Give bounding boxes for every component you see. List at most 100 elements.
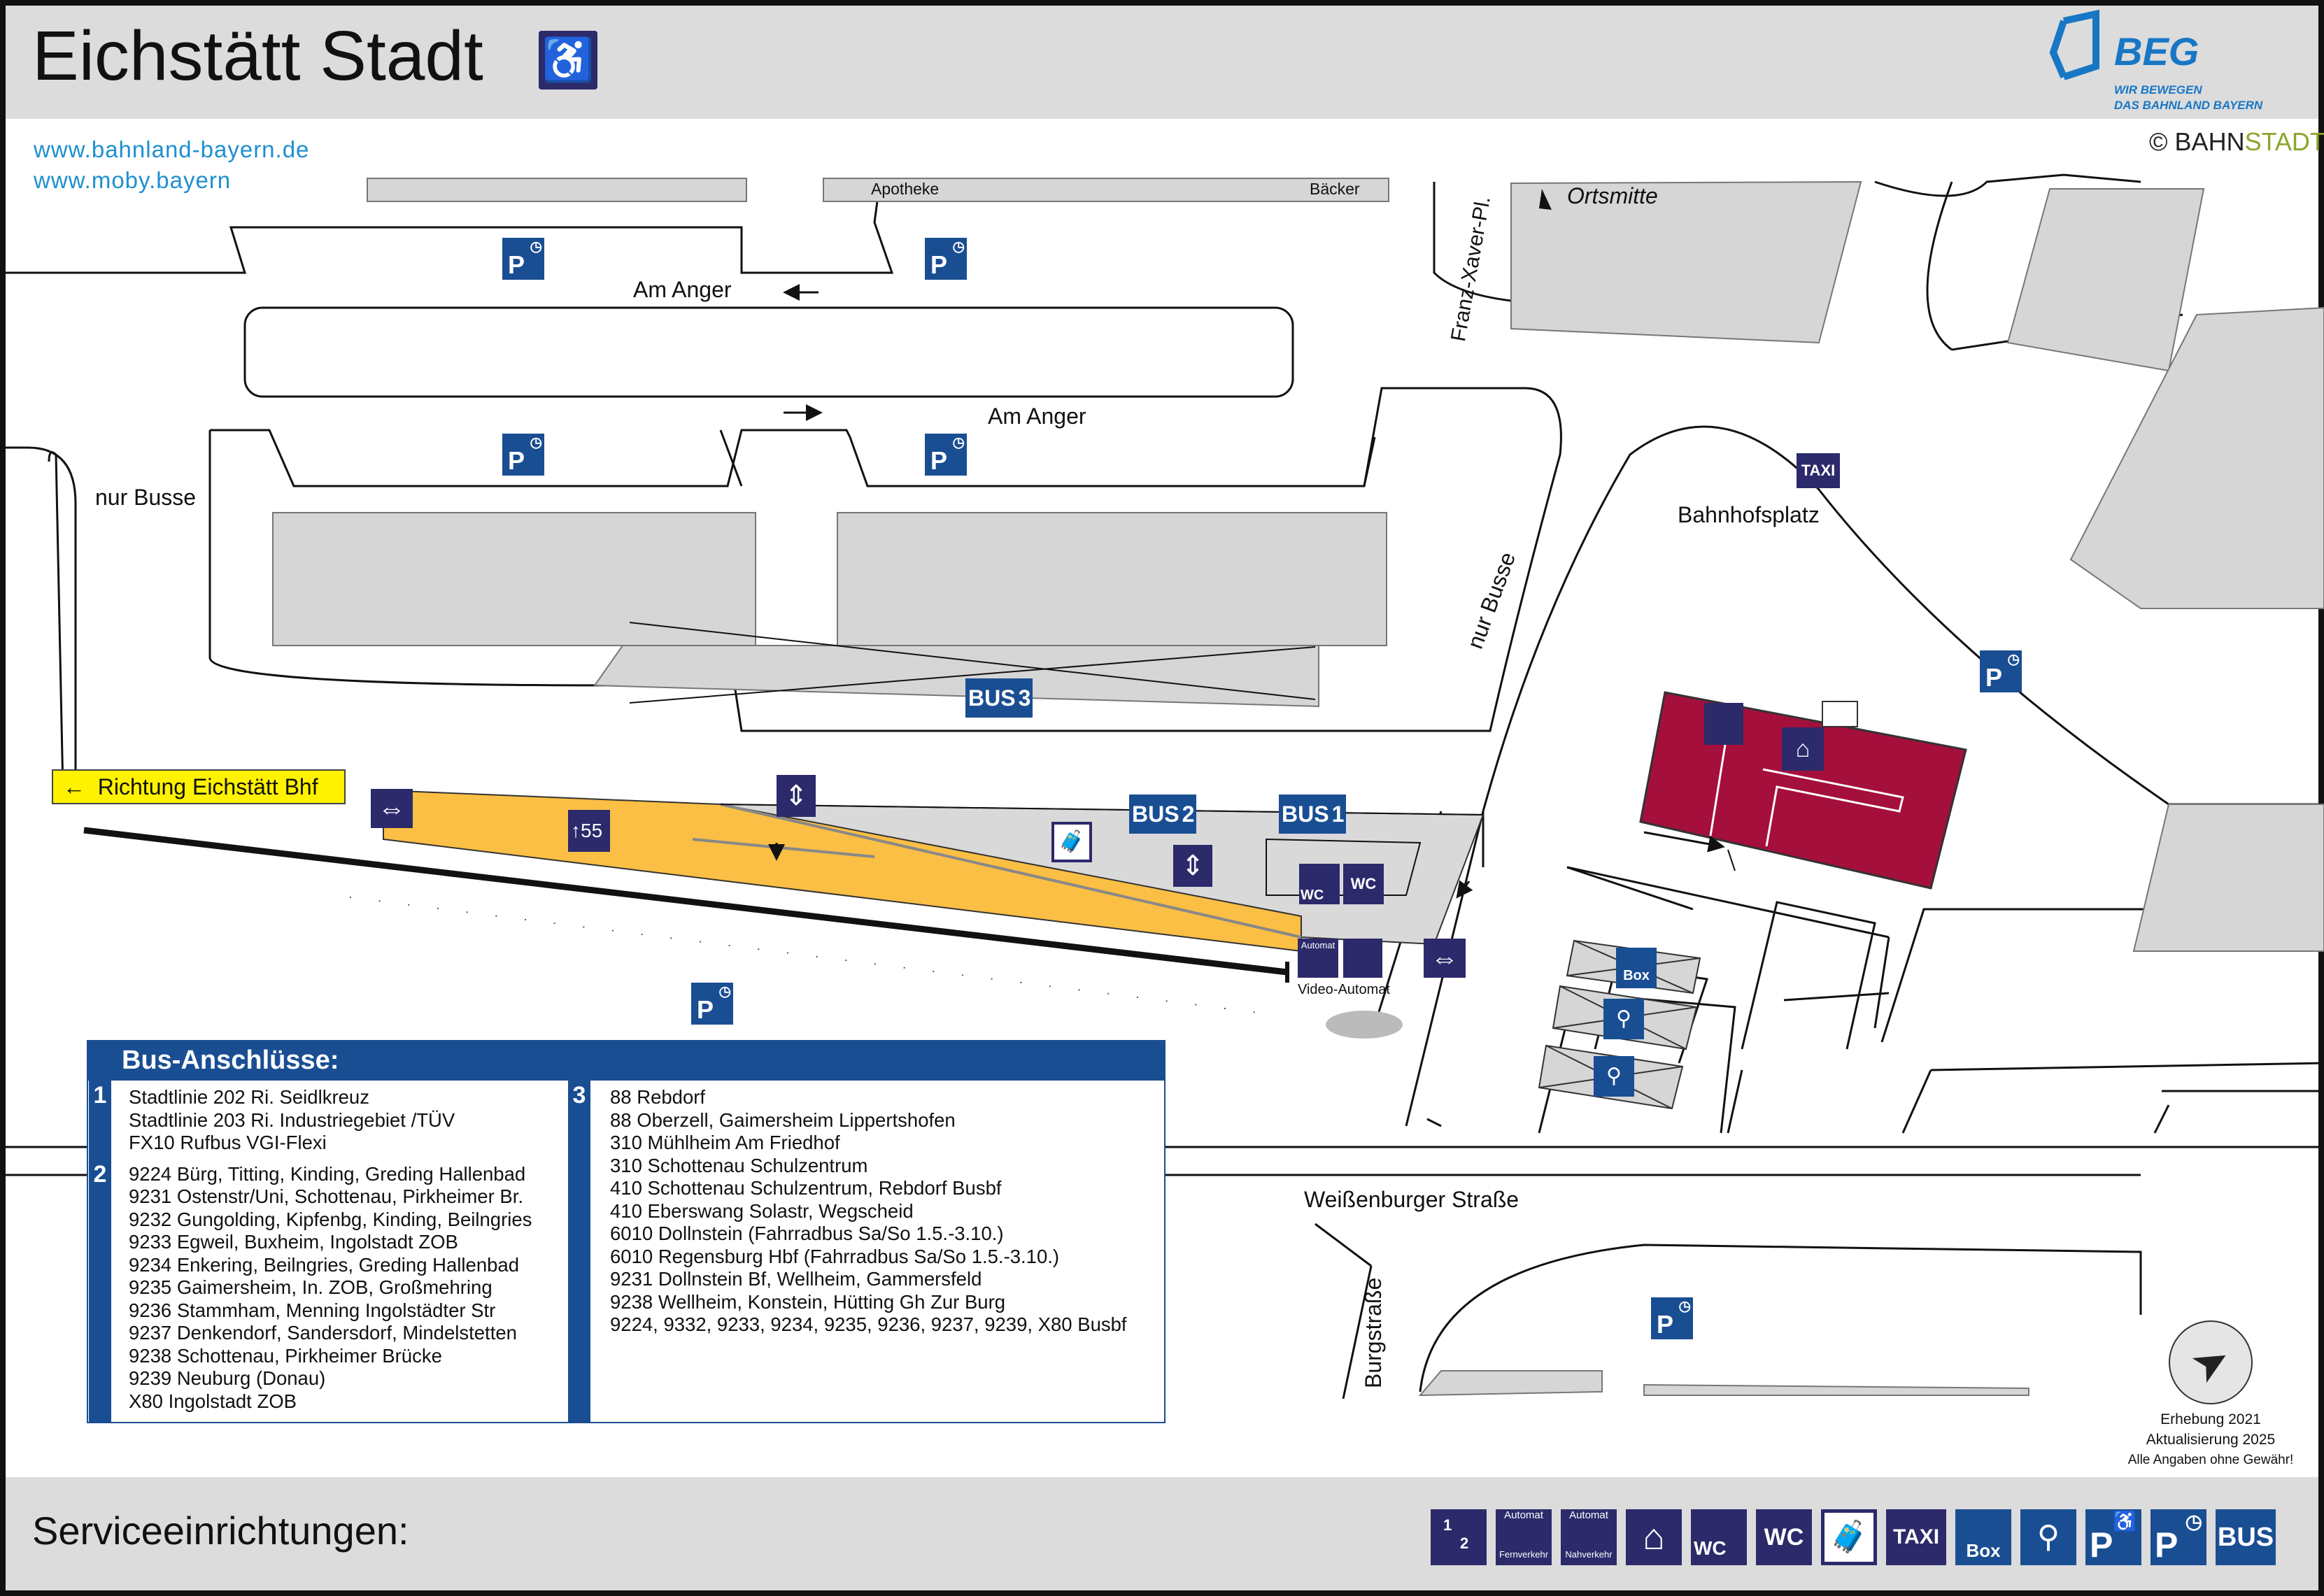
bus-stop-2-bus-label: BUS: [1132, 801, 1179, 827]
stop-2-number: 2: [93, 1161, 107, 1188]
street-burgstrasse: Burgstraße: [1361, 1277, 1386, 1388]
clock-icon: ◷: [952, 435, 965, 450]
bus-line-item: 9231 Dollnstein Bf, Wellheim, Gammersfel…: [610, 1268, 982, 1290]
clock-icon: ◷: [2007, 652, 2020, 667]
legend-nahverkehr-label: Nahverkehr: [1565, 1549, 1613, 1560]
taxi-icon: TAXI: [1886, 1509, 1946, 1565]
bus-line-item: 9234 Enkering, Beilngries, Greding Halle…: [129, 1253, 519, 1276]
bus-line-item: 410 Schottenau Schulzentrum, Rebdorf Bus…: [610, 1177, 1002, 1199]
railway-track: [83, 827, 1288, 976]
survey-line2: Aktualisierung 2025: [2146, 1432, 2276, 1448]
bus-line-item: 6010 Regensburg Hbf (Fahrradbus Sa/So 1.…: [610, 1245, 1060, 1267]
shop-apotheke: Apotheke: [871, 180, 940, 198]
copyright-name-part1: BAHN: [2174, 127, 2245, 156]
bus-line-item: Stadtlinie 203 Ri. Industriegebiet /TÜV: [129, 1109, 455, 1131]
link-moby[interactable]: www.moby.bayern: [34, 167, 232, 193]
bus-line-item: 310 Mühlheim Am Friedhof: [610, 1132, 840, 1153]
clock-icon: ◷: [718, 984, 731, 999]
page-title: Eichstätt Stadt: [32, 17, 483, 95]
bike-box-icon: Box: [1955, 1509, 2011, 1565]
wheelchair-icon: ♿: [2113, 1511, 2137, 1532]
parking-icon: P◷: [1651, 1297, 1693, 1339]
parking-label: P: [508, 250, 525, 279]
legend-automat-label: Automat: [1569, 1509, 1608, 1521]
travel-center-icon: ⌂: [1626, 1509, 1682, 1565]
bush: [1326, 1011, 1403, 1039]
clock-icon: ◷: [530, 239, 542, 255]
link-bahnland[interactable]: www.bahnland-bayern.de: [34, 136, 310, 162]
ticket-machine-icon: [1704, 703, 1743, 745]
video-automat-label: Video-Automat: [1298, 982, 1390, 997]
parking-label: P: [1657, 1310, 1674, 1339]
parking-icon: P◷: [502, 434, 544, 476]
bus-line-item: 9238 Wellheim, Konstein, Hütting Gh Zur …: [610, 1290, 1006, 1313]
accessible-wc-label: WC: [1301, 888, 1324, 903]
street-am-anger-top: Am Anger: [633, 277, 732, 302]
ticket-machine-icon: Automat: [1298, 939, 1338, 978]
legend-fernverkehr-label: Fernverkehr: [1498, 1549, 1549, 1560]
label-bahnhofsplatz: Bahnhofsplatz: [1678, 502, 1820, 527]
level-access-icon: ⇔: [371, 789, 413, 828]
bus-line-item: 9237 Denkendorf, Sandersdorf, Mindelstet…: [129, 1322, 517, 1344]
copyright-symbol: ©: [2149, 127, 2168, 156]
stop-column-bar-left: [89, 1081, 111, 1422]
street-nur-busse-left: nur Busse: [95, 485, 197, 510]
bike-parking-icon: ⚲: [2020, 1509, 2076, 1565]
stop-column-bar-right: [568, 1081, 590, 1422]
bus-line-item: 9238 Schottenau, Pirkheimer Brücke: [129, 1344, 442, 1367]
bike-parking-icon: ⚲: [1594, 1056, 1634, 1097]
copyright: © BAHNSTADT: [2149, 127, 2324, 157]
bus-stop-3-bus-label: BUS: [968, 685, 1016, 711]
parking-icon: P◷: [1980, 650, 2022, 692]
bike-box-label: Box: [1623, 968, 1650, 983]
legend-digit2: 2: [1460, 1534, 1469, 1552]
wc-icon: WC: [1343, 864, 1384, 904]
parking-label: P: [930, 446, 948, 475]
bus-stop-1-bus-label: BUS: [1282, 801, 1329, 827]
bus-line-item: X80 Ingolstadt ZOB: [129, 1390, 297, 1412]
bus-line-item: 6010 Dollnstein (Fahrradbus Sa/So 1.5.-3…: [610, 1223, 1004, 1244]
bus-line-item: Stadtlinie 202 Ri. Seidlkreuz: [129, 1086, 369, 1108]
bus-connections-panel: [87, 1040, 1165, 1423]
clock-icon: ◷: [530, 435, 542, 450]
accessible-parking-icon: P♿: [2085, 1509, 2141, 1565]
header-bar: [0, 0, 2324, 119]
bus-bay-lines: [629, 622, 1316, 704]
ortsmitte-arrow-icon: [1539, 189, 1552, 210]
parking-icon: P◷: [691, 983, 733, 1025]
lift-icon: ⇕: [777, 775, 816, 817]
legend-digit1: 1: [1443, 1516, 1452, 1534]
bus-line-item: 88 Oberzell, Gaimersheim Lippertshofen: [610, 1109, 956, 1131]
parking-icon: P◷: [925, 238, 967, 280]
brand-name: BEG: [2114, 29, 2199, 73]
direction-sign: ← Richtung Eichstätt Bhf: [52, 769, 346, 804]
lift-icon: ⇕: [1173, 845, 1212, 887]
street-weissenburger: Weißenburger Straße: [1304, 1187, 1519, 1212]
label-ortsmitte: Ortsmitte: [1567, 183, 1658, 208]
station-building: [1639, 691, 1967, 890]
stop-1-number: 1: [93, 1082, 107, 1109]
beg-logo-icon: [2049, 9, 2099, 80]
luggage-locker-icon: 🧳: [1051, 822, 1092, 862]
platform-area: [383, 789, 1302, 953]
copyright-name-part2: STADT: [2244, 127, 2324, 156]
legend-automat-label: Automat: [1504, 1509, 1543, 1521]
wc-icon: WC: [1756, 1509, 1812, 1565]
bus-line-item: 9233 Egweil, Buxheim, Ingolstadt ZOB: [129, 1231, 458, 1253]
bus-line-item: 9239 Neuburg (Donau): [129, 1367, 326, 1389]
bus-line-item: 9235 Gaimersheim, In. ZOB, Großmehring: [129, 1276, 493, 1298]
accessible-wc-icon: WC: [1691, 1509, 1747, 1565]
survey-note: Erhebung 2021 Aktualisierung 2025 Alle A…: [2106, 1409, 2316, 1470]
wc-building: [1266, 838, 1422, 896]
survey-disclaimer: Alle Angaben ohne Gewähr!: [2127, 1453, 2294, 1467]
platform-track-icon: ↑55: [568, 810, 610, 852]
footer-title: Serviceeinrichtungen:: [32, 1509, 409, 1553]
accessible-wc-icon: WC: [1299, 864, 1340, 904]
legend-accessible-parking-label: P: [2090, 1525, 2113, 1565]
park-and-ride-icon: P◷: [2151, 1509, 2206, 1565]
